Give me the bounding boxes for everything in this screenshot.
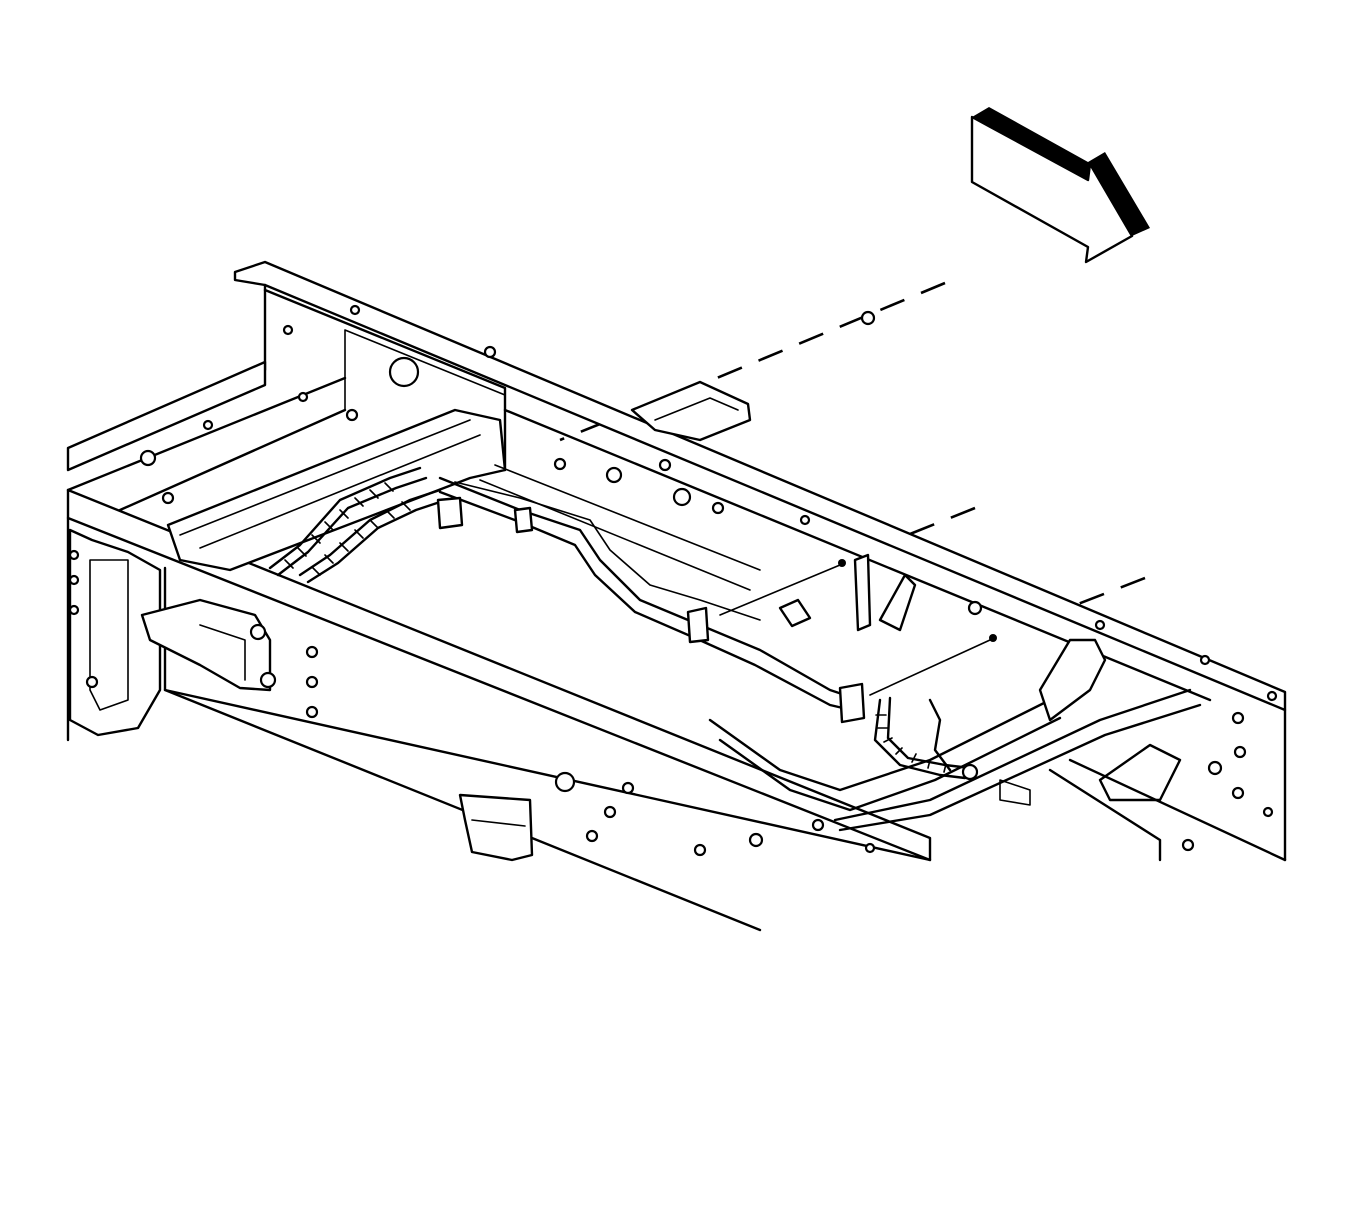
alignment-lines xyxy=(559,281,1146,606)
mounting-pads xyxy=(458,380,752,862)
fuel-brake-lines xyxy=(438,476,1202,832)
left-end-bracket xyxy=(68,528,162,737)
left-rail-extension xyxy=(66,304,361,512)
mounting-bolts xyxy=(483,310,1195,852)
cross-member xyxy=(166,408,761,591)
left-spring-mount xyxy=(140,598,277,692)
wiring-harness xyxy=(268,466,979,781)
far-frame-rail xyxy=(233,260,1287,862)
direction-arrow-icon xyxy=(970,107,1150,264)
line-clips xyxy=(436,496,866,724)
right-rail-end xyxy=(999,758,1287,862)
